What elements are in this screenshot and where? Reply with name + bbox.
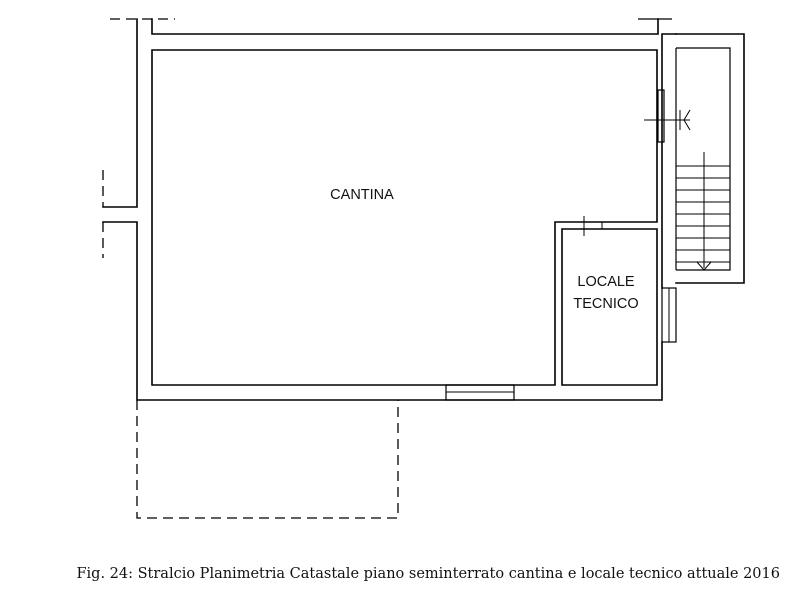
stair-up-arrow-icon [683, 109, 691, 131]
stair-arrow-icon [696, 261, 712, 271]
locale-tecnico-outline [561, 228, 658, 386]
inner-wall-top [151, 18, 659, 35]
cantina-inner-outline [151, 49, 658, 386]
room-label-cantina: CANTINA [330, 187, 394, 203]
floor-plan: CANTINA LOCALE TECNICO [102, 18, 745, 519]
room-label-locale: LOCALE [577, 274, 635, 290]
stair-inner [676, 47, 731, 271]
outer-wall-right-outer [661, 33, 677, 289]
stair-outer [675, 33, 745, 284]
figure-caption: Fig. 24: Stralcio Planimetria Catastale … [76, 566, 780, 582]
right-wall-window-top [657, 89, 665, 143]
room-label-tecnico: TECNICO [573, 296, 638, 312]
outdoor-area-dashed [136, 400, 399, 519]
outer-wall-outer [102, 18, 138, 208]
stair-treads [676, 152, 730, 268]
